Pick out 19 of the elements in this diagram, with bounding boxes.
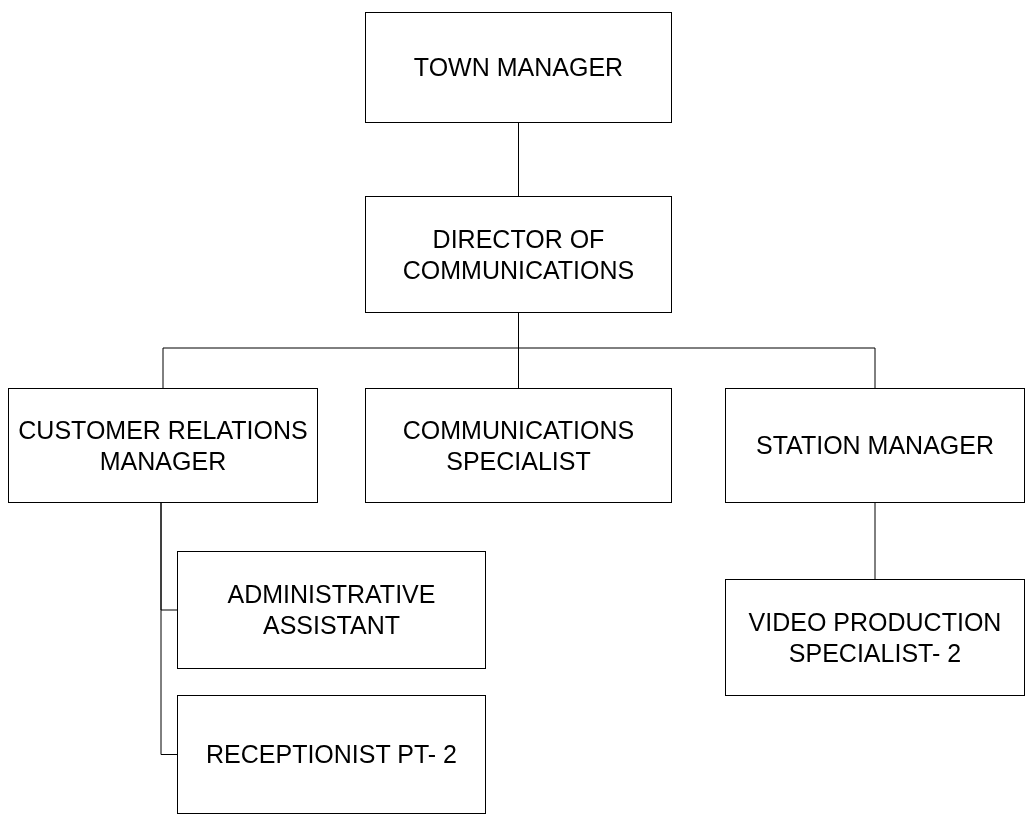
role-title: CUSTOMER RELATIONS MANAGER (17, 414, 309, 477)
role-title: ADMINISTRATIVE ASSISTANT (226, 579, 437, 641)
org-box (365, 12, 672, 123)
org-box (177, 695, 486, 814)
org-box (365, 196, 672, 313)
role-title: TOWN MANAGER (412, 52, 625, 83)
role-title: DIRECTOR OF COMMUNICATIONS (401, 223, 636, 286)
org-box (177, 551, 486, 669)
role-title: RECEPTIONIST PT- 2 (205, 739, 458, 770)
org-box (365, 388, 672, 503)
role-title: STATION MANAGER (755, 430, 995, 461)
org-box (725, 388, 1025, 503)
org-box (725, 579, 1025, 696)
org-box (8, 388, 318, 503)
connector-line (160, 502, 178, 755)
connector-line (518, 122, 519, 197)
role-title: VIDEO PRODUCTION SPECIALIST- 2 (747, 606, 1003, 669)
connector-line (874, 502, 876, 580)
role-title: COMMUNICATIONS SPECIALIST (401, 414, 636, 477)
